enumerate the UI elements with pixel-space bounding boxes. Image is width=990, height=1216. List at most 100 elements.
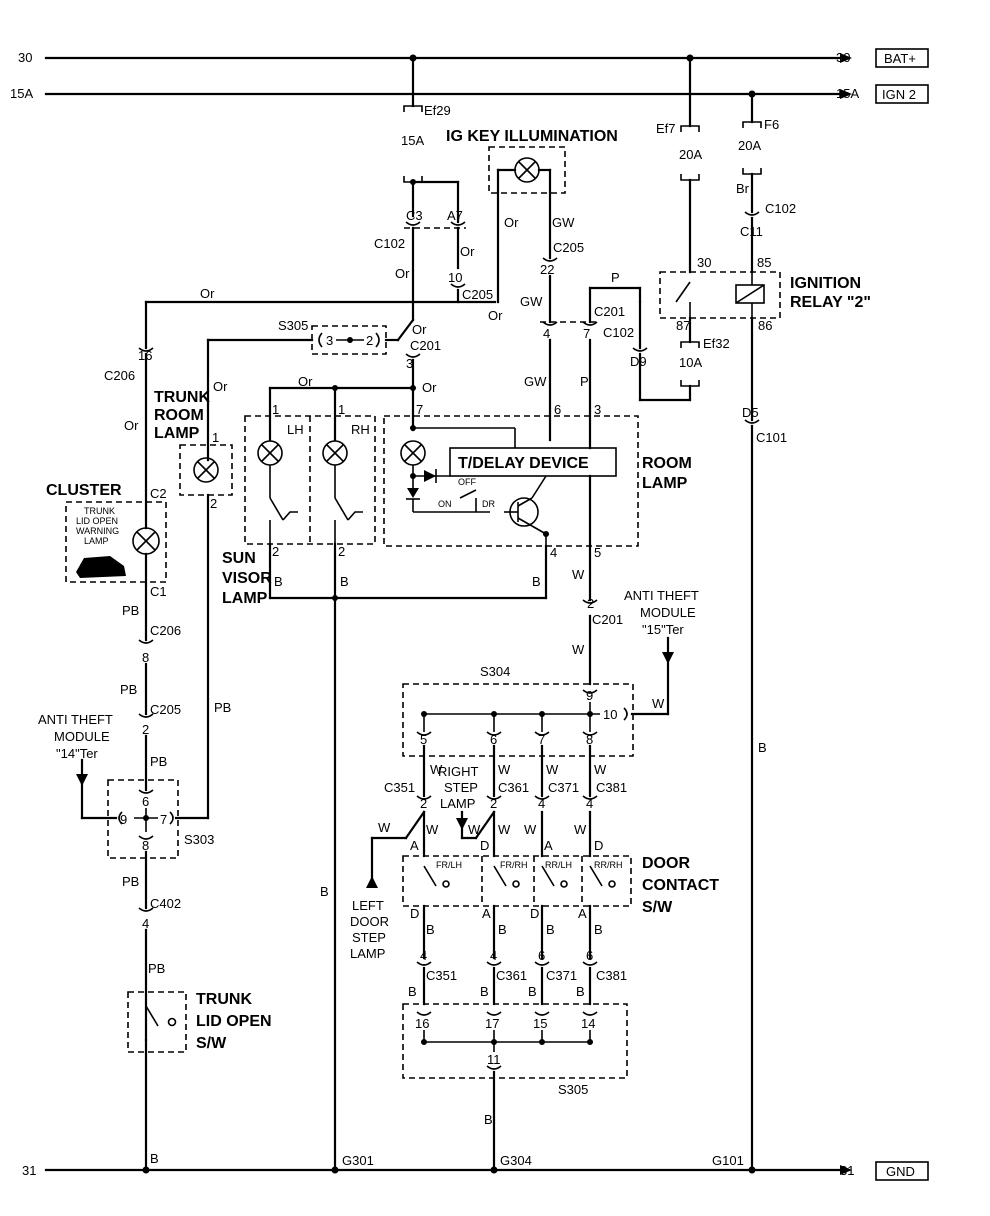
svg-text:Or: Or — [504, 215, 519, 230]
svg-text:2: 2 — [490, 796, 497, 811]
svg-text:W: W — [594, 762, 607, 777]
connector-c3-a7: C3 C102 A7 Or Or 10 C205 — [374, 208, 493, 322]
svg-text:2: 2 — [587, 596, 594, 611]
svg-text:10: 10 — [603, 707, 617, 722]
svg-text:ANTI THEFT: ANTI THEFT — [38, 712, 113, 727]
svg-text:8: 8 — [142, 838, 149, 853]
svg-text:MODULE: MODULE — [54, 729, 110, 744]
svg-text:W: W — [572, 642, 585, 657]
svg-text:CLUSTER: CLUSTER — [46, 482, 122, 499]
svg-text:A: A — [410, 838, 419, 853]
svg-text:CONTACT: CONTACT — [642, 877, 719, 894]
svg-text:SUN: SUN — [222, 550, 256, 567]
svg-text:6: 6 — [538, 948, 545, 963]
svg-text:15A: 15A — [836, 86, 859, 101]
svg-text:2: 2 — [210, 496, 217, 511]
svg-text:W: W — [574, 822, 587, 837]
tdelay-label: T/DELAY DEVICE — [458, 455, 589, 472]
gnd-tag: GND — [886, 1164, 915, 1179]
svg-text:ROOM: ROOM — [642, 455, 692, 472]
svg-text:LID OPEN: LID OPEN — [196, 1013, 272, 1030]
svg-text:30: 30 — [18, 50, 32, 65]
svg-text:LEFT: LEFT — [352, 898, 384, 913]
svg-text:30: 30 — [836, 50, 850, 65]
svg-text:LAMP: LAMP — [84, 536, 109, 546]
svg-text:A: A — [482, 906, 491, 921]
svg-text:W: W — [524, 822, 537, 837]
svg-text:B: B — [758, 740, 767, 755]
svg-text:S304: S304 — [480, 664, 510, 679]
connector-c201-bottom: W 2 C201 W — [572, 544, 623, 686]
svg-text:B: B — [498, 922, 507, 937]
svg-text:9: 9 — [120, 812, 127, 827]
svg-text:G301: G301 — [342, 1153, 374, 1168]
svg-text:87: 87 — [676, 318, 690, 333]
svg-text:LID OPEN: LID OPEN — [76, 516, 118, 526]
svg-text:20A: 20A — [679, 147, 702, 162]
svg-text:C371: C371 — [546, 968, 577, 983]
svg-text:9: 9 — [586, 688, 593, 703]
svg-text:B: B — [408, 984, 417, 999]
svg-text:C361: C361 — [498, 780, 529, 795]
svg-text:C371: C371 — [548, 780, 579, 795]
svg-text:B: B — [150, 1151, 159, 1166]
fuse-ef29: Ef29 15A — [401, 54, 460, 224]
svg-text:22: 22 — [540, 262, 554, 277]
splice-s305-bottom: 16 17 15 14 11 S305 B G304 — [402, 1003, 628, 1174]
svg-text:D: D — [530, 906, 539, 921]
svg-text:D: D — [410, 906, 419, 921]
svg-text:W: W — [430, 762, 443, 777]
fuse-ef32: Ef32 10A D9 C102 — [603, 300, 730, 402]
svg-text:B: B — [484, 1112, 493, 1127]
svg-text:C381: C381 — [596, 780, 627, 795]
svg-text:STEP: STEP — [352, 930, 386, 945]
svg-text:15: 15 — [533, 1016, 547, 1031]
svg-text:2: 2 — [142, 722, 149, 737]
svg-text:Br: Br — [736, 181, 750, 196]
svg-text:VISOR: VISOR — [222, 570, 272, 587]
svg-text:4: 4 — [550, 545, 557, 560]
svg-text:GW: GW — [552, 215, 575, 230]
svg-text:B: B — [426, 922, 435, 937]
svg-text:RH: RH — [351, 422, 370, 437]
svg-text:10: 10 — [448, 270, 462, 285]
svg-text:1: 1 — [212, 430, 219, 445]
svg-text:G101: G101 — [712, 1153, 744, 1168]
svg-text:LAMP: LAMP — [222, 590, 268, 607]
svg-text:D: D — [480, 838, 489, 853]
svg-text:4: 4 — [543, 326, 550, 341]
svg-text:W: W — [378, 820, 391, 835]
svg-text:30: 30 — [697, 255, 711, 270]
trunk-lamp-icon — [193, 457, 219, 483]
svg-text:W: W — [572, 567, 585, 582]
svg-text:Ef7: Ef7 — [656, 121, 676, 136]
svg-text:85: 85 — [757, 255, 771, 270]
svg-text:ANTI THEFT: ANTI THEFT — [624, 588, 699, 603]
svg-text:G304: G304 — [500, 1153, 532, 1168]
svg-text:C205: C205 — [553, 240, 584, 255]
svg-text:4: 4 — [142, 916, 149, 931]
svg-text:TRUNK: TRUNK — [154, 389, 210, 406]
svg-text:W: W — [652, 696, 665, 711]
svg-text:3: 3 — [594, 402, 601, 417]
svg-text:PB: PB — [150, 754, 167, 769]
splice-s304: S304 9 10 5 6 7 8 — [402, 664, 634, 757]
svg-text:P: P — [611, 270, 620, 285]
svg-text:P: P — [580, 374, 589, 389]
trunk-room-lamp: TRUNK ROOM LAMP 1 2 PB — [154, 389, 233, 820]
svg-text:RR/RH: RR/RH — [594, 860, 623, 870]
svg-text:W: W — [426, 822, 439, 837]
svg-text:Or: Or — [395, 266, 410, 281]
svg-text:S305: S305 — [278, 318, 308, 333]
svg-text:ROOM: ROOM — [154, 407, 204, 424]
svg-text:D9: D9 — [630, 354, 647, 369]
car-icon — [76, 556, 126, 578]
ig-key-illumination: IG KEY ILLUMINATION Or GW C205 22 GW — [446, 128, 618, 324]
svg-text:DOOR: DOOR — [350, 914, 389, 929]
svg-text:2: 2 — [338, 544, 345, 559]
ign-rail: 15A 15A IGN 2 — [10, 84, 929, 104]
svg-text:B: B — [594, 922, 603, 937]
fuse-f6: F6 20A Br C102 C11 — [736, 90, 796, 274]
svg-text:16: 16 — [415, 1016, 429, 1031]
